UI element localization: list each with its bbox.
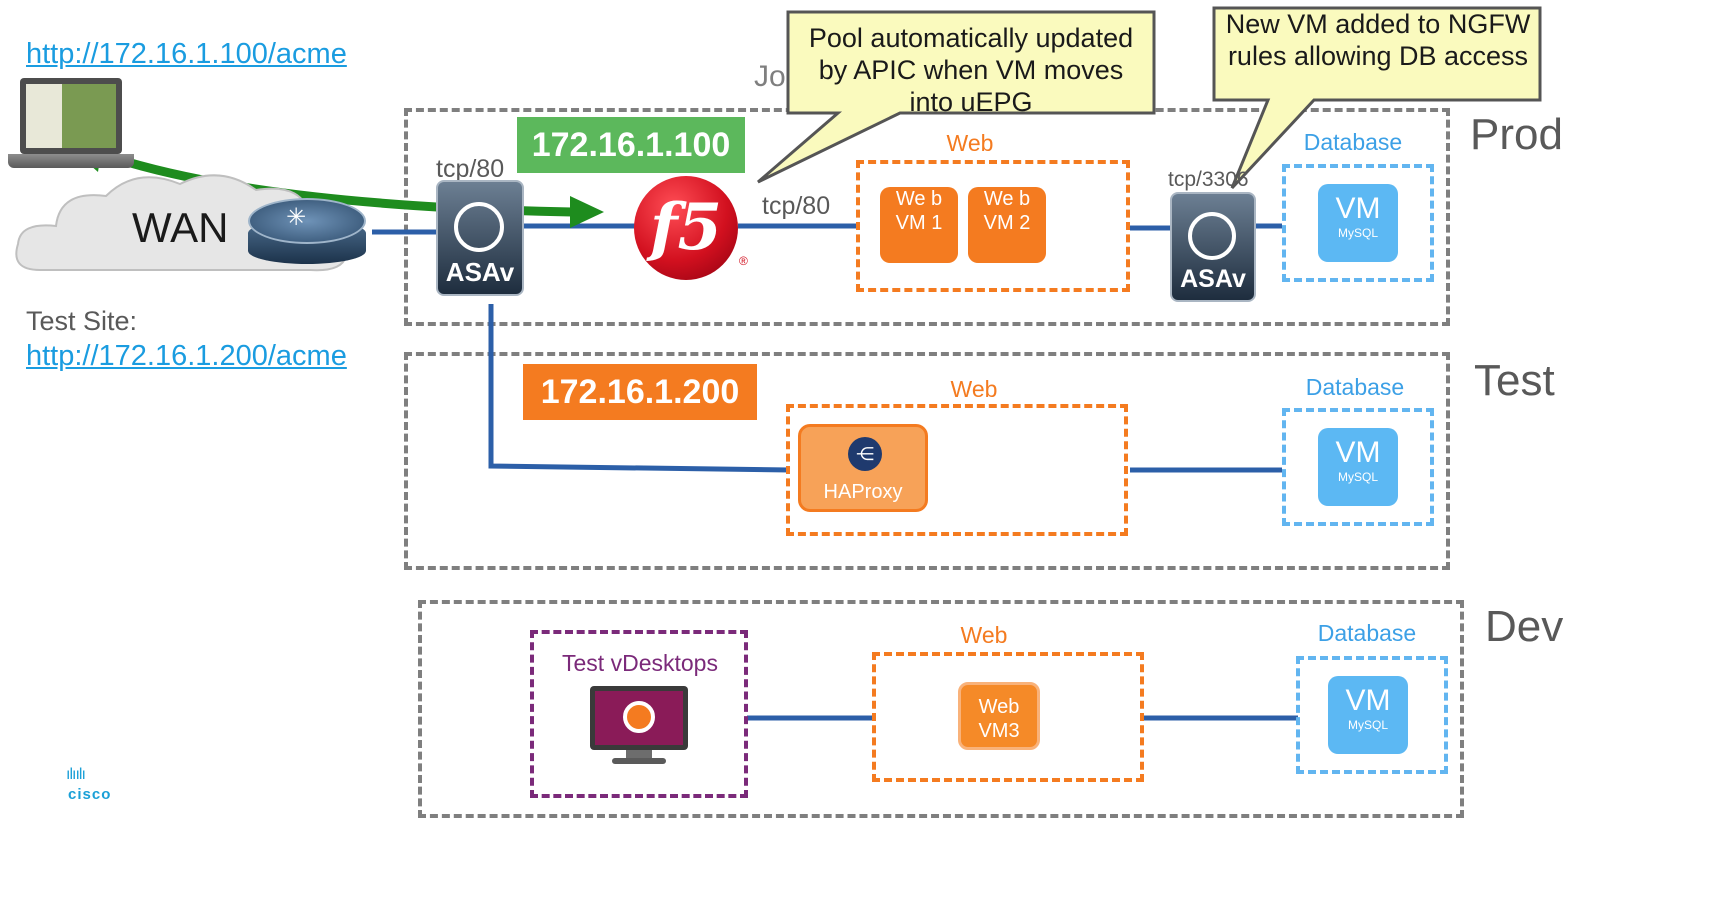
prod-web-tier-box [856, 160, 1130, 292]
dev-web-tier-label: Web [960, 622, 1008, 648]
dev-environment-box [418, 600, 1464, 818]
test-db-vm-subtitle: MySQL [1337, 470, 1378, 484]
test-url-link[interactable]: http://172.16.1.200/acme [26, 340, 347, 372]
prod-web-tier-label: Web [946, 130, 994, 156]
prod-db-vm-subtitle: MySQL [1337, 226, 1378, 240]
prod-db-vm: VM MySQL [1318, 184, 1398, 262]
f5-load-balancer-icon: f5 [634, 176, 738, 280]
test-label: Test [1474, 356, 1555, 405]
test-db-vm-title: VM [1335, 436, 1381, 469]
dev-db-tier-box [1296, 656, 1448, 774]
prod-db-tier-box [1282, 164, 1434, 282]
ngfw-callout-bubble [1212, 6, 1542, 190]
partial-title-text: Jo [754, 60, 786, 93]
dev-db-tier-label: Database [1317, 620, 1417, 646]
ngfw-callout-text: New VM added to NGFW rules allowing DB a… [1225, 9, 1531, 71]
flow-arrow-head-right [570, 196, 604, 228]
haproxy-node: ⋲ HAProxy [798, 424, 928, 512]
test-web-tier-box [786, 404, 1128, 536]
asav-firewall-db: ASAv [1170, 192, 1256, 302]
web-vm-2: We b VM 2 [968, 187, 1046, 263]
cisco-logo-bars-icon: ılıılı [66, 766, 86, 783]
f5-logo-text: f5 [649, 190, 723, 265]
prod-db-tier-label: Database [1303, 129, 1403, 155]
dev-web-tier-box [872, 652, 1144, 782]
line-asav-haproxy [488, 304, 791, 473]
test-db-tier-label: Database [1305, 374, 1405, 400]
f5-registered-mark: ® [739, 254, 748, 268]
dev-label: Dev [1485, 602, 1564, 651]
prod-ip-badge: 172.16.1.100 [517, 117, 745, 173]
cisco-logo-text: cisco [68, 786, 112, 803]
prod-label: Prod [1470, 110, 1563, 159]
dev-db-vm-subtitle: MySQL [1347, 718, 1388, 732]
haproxy-icon: ⋲ [848, 437, 882, 471]
web-vm-3: Web VM3 [958, 682, 1040, 750]
test-ip-badge: 172.16.1.200 [523, 364, 757, 420]
asav-firewall-prod: ASAv [436, 180, 524, 296]
asav-magnifier-icon [454, 202, 504, 252]
prod-db-vm-title: VM [1335, 192, 1381, 225]
ubuntu-logo-icon [623, 701, 655, 733]
vdesktops-label: Test vDesktops [562, 650, 718, 676]
web-vm-1: We b VM 1 [880, 187, 958, 263]
wan-label: WAN [132, 204, 229, 251]
router-icon: ✳ [248, 198, 366, 266]
db-port-label: tcp/3306 [1168, 168, 1249, 191]
test-environment-box [404, 352, 1450, 570]
pool-callout-bubble [757, 10, 1156, 184]
pool-callout-text: Pool automatically updated by APIC when … [808, 23, 1134, 117]
test-db-vm: VM MySQL [1318, 428, 1398, 506]
test-web-tier-label: Web [950, 376, 998, 402]
asav-db-label: ASAv [1180, 265, 1246, 293]
vdesktops-box [530, 630, 748, 798]
ubuntu-desktop-icon [590, 686, 688, 766]
asav-db-magnifier-icon [1188, 212, 1236, 260]
prod-url-link[interactable]: http://172.16.1.100/acme [26, 38, 347, 70]
asav-label: ASAv [445, 257, 515, 287]
dev-db-vm-title: VM [1345, 684, 1391, 717]
cisco-logo: ılıılı cisco [66, 766, 116, 806]
haproxy-label: HAProxy [823, 481, 903, 503]
dev-db-vm: VM MySQL [1328, 676, 1408, 754]
test-site-label: Test Site: [26, 306, 138, 336]
test-db-tier-box [1282, 408, 1434, 526]
f5-out-port-label: tcp/80 [762, 192, 831, 220]
asav-in-port-label: tcp/80 [436, 155, 505, 183]
laptop-icon [6, 74, 136, 194]
